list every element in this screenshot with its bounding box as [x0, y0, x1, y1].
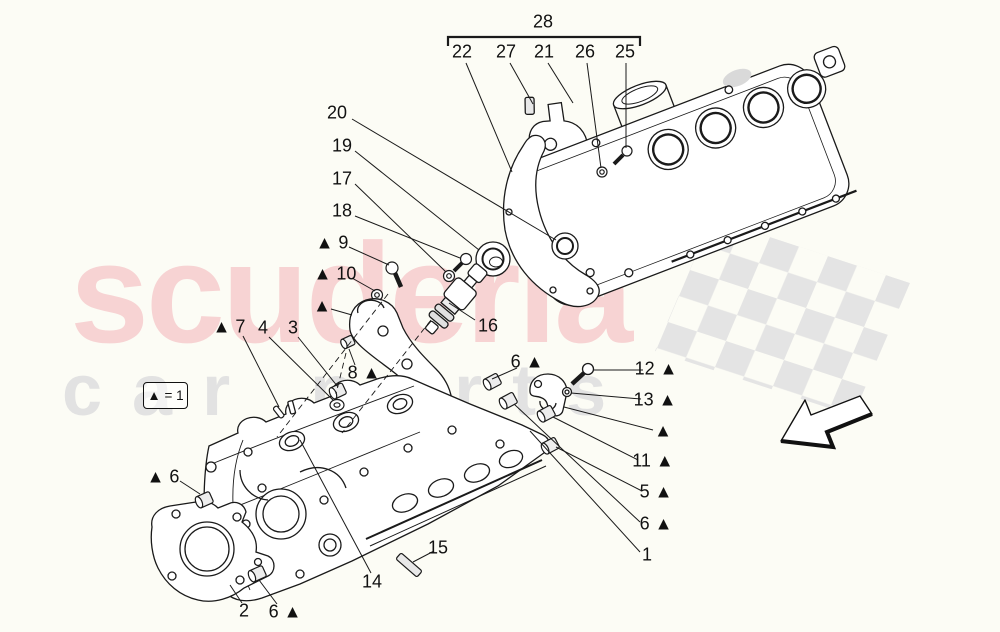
callout-triangle-left: ▲ [313, 295, 331, 316]
legend-box: ▲ = 1 [143, 382, 188, 409]
callout-21: 21 [533, 41, 555, 62]
direction-arrow [780, 395, 873, 450]
callout-18: 18 [331, 200, 353, 221]
group-28-bracket [446, 35, 642, 46]
callout-triangle-right: ▲ [654, 420, 672, 441]
cylinder-head-drawing [203, 374, 550, 602]
callout-14: 14 [361, 571, 383, 592]
callout-12: 12 ▲ [634, 358, 678, 379]
checkered-flag [655, 218, 910, 416]
callout-5: 5 ▲ [639, 481, 673, 502]
callout-6-left: ▲ 6 [146, 466, 180, 487]
callout-2: 2 [238, 600, 250, 621]
callout-6-right: 6 ▲ [639, 513, 673, 534]
valve-cover-drawing [509, 45, 857, 306]
callout-6-mid: 6 ▲ [510, 351, 544, 372]
legend-label: ▲ = 1 [147, 388, 184, 403]
callout-3: 3 [287, 317, 299, 338]
head-gasket-drawing [150, 500, 275, 602]
callout-17: 17 [331, 168, 353, 189]
callout-19: 19 [331, 135, 353, 156]
callout-6-bottom: 6 ▲ [268, 601, 302, 622]
callout-10: ▲ 10 [313, 263, 357, 284]
callout-15: 15 [427, 537, 449, 558]
callout-8: 8 ▲ [347, 362, 381, 383]
callout-13: 13 ▲ [633, 389, 677, 410]
callout-28: 28 [532, 11, 554, 32]
injector-drawing [424, 263, 488, 335]
callout-25: 25 [614, 41, 636, 62]
callout-22: 22 [451, 41, 473, 62]
callout-16: 16 [477, 315, 499, 336]
callout-9: ▲ 9 [315, 232, 349, 253]
callout-1: 1 [641, 544, 653, 565]
leader-lines [179, 35, 654, 605]
right-bracket-drawing [529, 362, 595, 417]
callout-26: 26 [574, 41, 596, 62]
fasteners-upper-drawing [370, 145, 633, 302]
callout-20: 20 [326, 102, 348, 123]
callout-11: 11 ▲ [632, 450, 674, 471]
callout-4: 4 [257, 317, 269, 338]
callout-7: ▲ 7 [212, 316, 246, 337]
callout-27: 27 [495, 41, 517, 62]
camshaft-seal-drawing [475, 232, 579, 277]
bushings-drawing [194, 334, 560, 583]
